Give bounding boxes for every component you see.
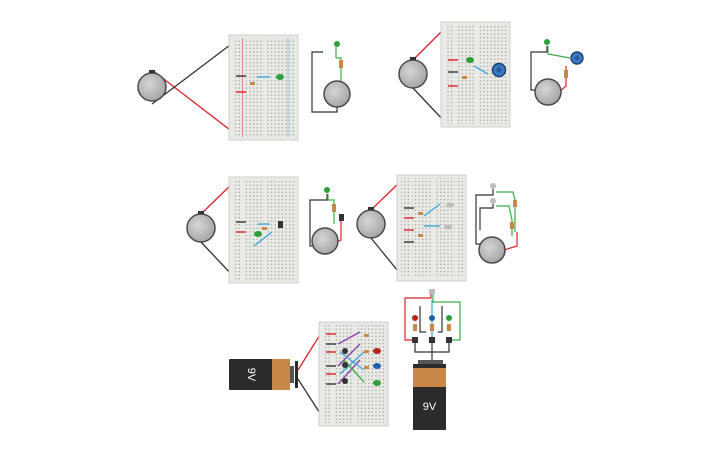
- wire-red: [503, 232, 518, 251]
- breadboard: [440, 21, 511, 128]
- push-button[interactable]: [446, 337, 452, 343]
- breadboard: [396, 174, 467, 282]
- wire-black: [412, 87, 446, 123]
- jumper-blue: [339, 351, 365, 375]
- led-green: [446, 315, 452, 321]
- wire-red: [412, 27, 446, 61]
- wire-green: [547, 46, 571, 59]
- led-white: [490, 198, 496, 204]
- potentiometer[interactable]: [491, 62, 507, 78]
- resistor: [564, 70, 568, 78]
- jumper-purple: [337, 331, 361, 345]
- coin-cell-battery: [478, 236, 506, 264]
- battery-9v: 9V: [413, 360, 446, 430]
- potentiometer[interactable]: [570, 51, 584, 65]
- wire-black: [530, 46, 548, 91]
- wire-black: [438, 306, 443, 333]
- resistor: [418, 212, 423, 215]
- wire-green: [496, 205, 513, 236]
- wire-black: [419, 306, 426, 333]
- push-button[interactable]: [342, 378, 348, 384]
- push-button[interactable]: [342, 362, 348, 368]
- jumper-blue: [339, 351, 365, 371]
- led-white: [490, 183, 496, 189]
- circuit-5: 9V: [229, 289, 461, 430]
- wire-green: [496, 191, 516, 232]
- coin-cell-battery: [356, 207, 386, 239]
- led-red: [373, 348, 381, 354]
- resistor: [332, 204, 336, 212]
- led-green: [466, 57, 474, 63]
- resistor: [447, 324, 451, 331]
- led-red: [412, 315, 418, 321]
- coin-cell-battery: [398, 57, 428, 89]
- wire-black: [309, 194, 328, 247]
- battery-label: 9V: [423, 401, 437, 413]
- battery-label: 9V: [245, 368, 257, 382]
- resistor: [462, 76, 467, 79]
- jumper-blue: [473, 65, 489, 75]
- resistor: [430, 324, 434, 331]
- wire-green: [432, 290, 461, 341]
- resistor: [364, 334, 369, 337]
- wire-black: [475, 189, 494, 245]
- breadboard: [228, 176, 299, 284]
- resistor: [339, 60, 343, 68]
- jumper-purple: [337, 343, 361, 367]
- circuit-4: [356, 174, 518, 282]
- resistor: [364, 366, 369, 369]
- push-button[interactable]: [278, 221, 283, 228]
- led-white: [446, 202, 454, 208]
- wire-black: [479, 204, 494, 230]
- resistor: [364, 350, 369, 353]
- coin-cell-battery: [137, 70, 167, 102]
- connector: [429, 289, 435, 294]
- coin-cell-battery: [186, 211, 216, 243]
- breadboard: [228, 34, 299, 141]
- wire-red: [404, 290, 432, 341]
- wire-black: [311, 51, 338, 113]
- coin-cell-battery: [323, 80, 351, 108]
- circuit-3: [186, 176, 344, 284]
- led-blue: [429, 315, 435, 321]
- coin-cell-battery: [534, 78, 562, 106]
- push-button[interactable]: [342, 348, 348, 354]
- circuit-2: [398, 21, 584, 128]
- resistor: [513, 200, 517, 207]
- led-white: [444, 224, 452, 230]
- coin-cell-battery: [311, 227, 339, 255]
- battery-9v: 9V: [229, 359, 298, 390]
- jumper-blue: [423, 203, 441, 217]
- wire-red: [151, 69, 235, 134]
- push-button[interactable]: [339, 214, 344, 221]
- push-button[interactable]: [429, 337, 435, 343]
- resistor: [250, 82, 255, 85]
- led-green: [324, 187, 330, 193]
- led-green: [544, 39, 550, 45]
- wire-black: [151, 41, 235, 105]
- led-green: [254, 231, 262, 237]
- resistor: [510, 222, 514, 229]
- led-green: [334, 41, 340, 47]
- push-button[interactable]: [412, 337, 418, 343]
- jumper-blue: [253, 231, 273, 247]
- resistor: [418, 234, 423, 237]
- resistor: [413, 324, 417, 331]
- led-blue: [373, 363, 381, 369]
- led-green: [276, 74, 284, 80]
- led-green: [373, 380, 381, 386]
- circuit-1: [137, 34, 351, 141]
- resistor: [262, 227, 267, 230]
